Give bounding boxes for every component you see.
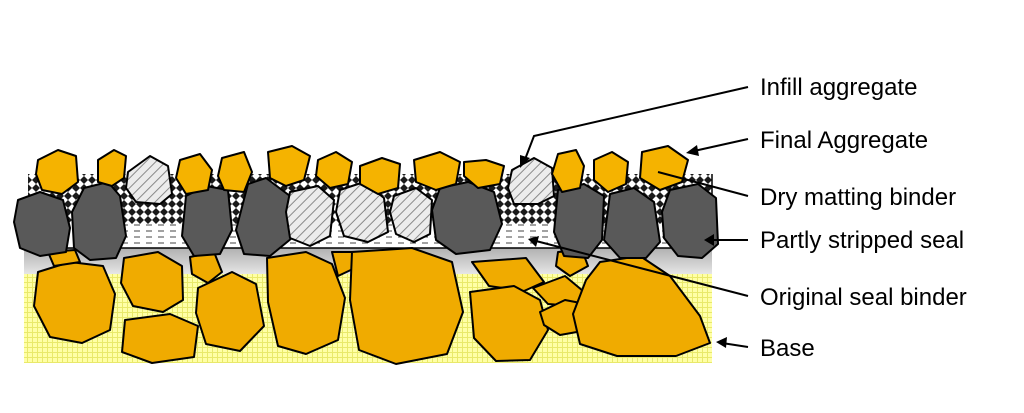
partly-arrowhead <box>704 234 714 246</box>
leader-lines <box>523 86 749 348</box>
dry-leader <box>657 171 749 197</box>
label-infill-aggregate: Infill aggregate <box>760 74 917 101</box>
base-aggregate <box>33 247 711 365</box>
final-leader <box>693 138 749 152</box>
infill-leader <box>523 86 749 163</box>
label-partly-stripped-seal: Partly stripped seal <box>760 227 964 254</box>
base-arrowhead <box>716 337 727 348</box>
label-original-seal-binder: Original seal binder <box>760 284 967 311</box>
label-base: Base <box>760 335 815 362</box>
infill-arrowhead <box>520 155 530 168</box>
original-leader <box>535 240 749 297</box>
arrowheads <box>520 145 727 348</box>
final-aggregate <box>35 145 689 195</box>
label-final-aggregate: Final Aggregate <box>760 127 928 154</box>
hatched-stones <box>125 155 555 247</box>
label-dry-matting-binder: Dry matting binder <box>760 184 956 211</box>
original-arrowhead <box>528 236 539 247</box>
dark-stones <box>13 177 719 261</box>
final-arrowhead <box>686 145 699 156</box>
